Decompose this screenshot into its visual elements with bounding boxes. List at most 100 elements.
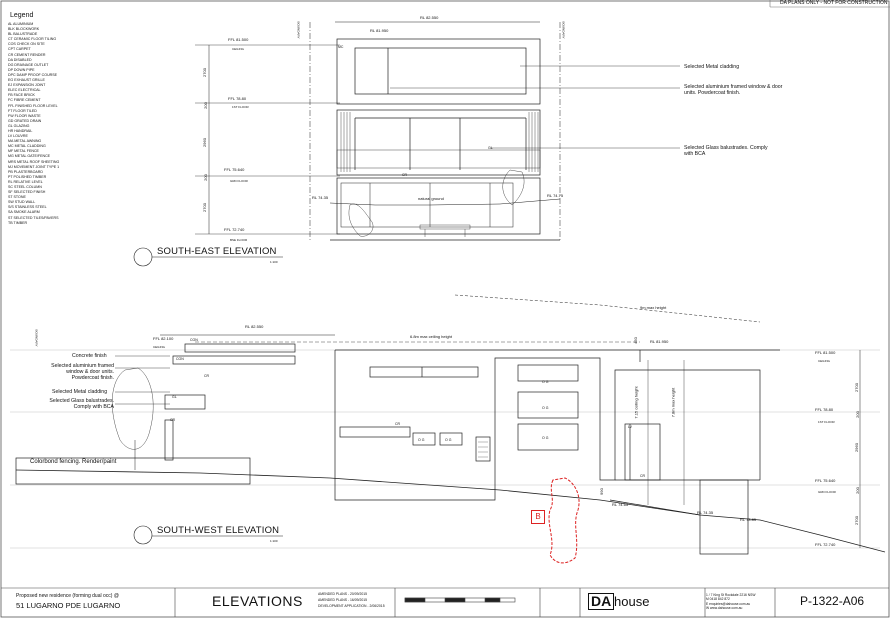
sw-rl-c: RL 73.85	[740, 517, 757, 522]
legend-item: LV LOUVRE	[8, 134, 28, 139]
sw-cr-tag-2: CR	[170, 418, 176, 422]
sw-title-marker	[133, 525, 153, 545]
legend-item: MC METAL CLADDING	[8, 144, 46, 149]
legend-item: PT POLISHED TIMBER	[8, 174, 47, 179]
legend-item: COS CHECK ON SITE	[8, 42, 45, 47]
drawing-number: P-1322-A06	[800, 594, 865, 608]
sw-ceiling-right: CEILING	[818, 359, 831, 363]
sw-ffl-base: FFL 72.740	[815, 542, 836, 547]
legend-item: BLK BLOCKWORK	[8, 27, 40, 32]
sw-elevation-title: SOUTH-WEST ELEVATION	[157, 525, 280, 536]
legend-item: MF METAL FENCE	[8, 149, 39, 154]
legend-item: CPT CARPET	[8, 47, 31, 52]
se-rl-right: RL 74.75	[547, 193, 564, 198]
contact-mobile: M 0418 842 872	[706, 597, 730, 602]
se-ffl-grd: FFL 75.640	[224, 167, 245, 172]
sw-note-glass: Selected Glass balustrades. Comply with …	[49, 398, 114, 410]
sw-cr-tag-3: CR	[395, 422, 401, 426]
project-description: Proposed new residence (forming dual occ…	[16, 593, 119, 599]
legend-item: FT FLOOR TILED	[8, 108, 37, 113]
se-dim-2700b: 2700	[201, 203, 207, 212]
legend-item: MA METAL AWNING	[8, 139, 42, 144]
sw-og-tag-1: O G	[542, 380, 549, 384]
se-scale: 1:100	[270, 260, 278, 264]
legend-item: DP DOWN PIPE	[8, 67, 35, 72]
se-rl-top: RL 82.550	[420, 15, 439, 20]
dahouse-logo-text: house	[614, 594, 650, 609]
legend-item: AL ALUMINIUM	[8, 22, 34, 26]
legend-item: S/S STAINLESS STEEL	[8, 205, 47, 210]
legend-item: CR CEMENT RENDER	[8, 52, 46, 57]
sw-og-tag-4: O G	[418, 438, 425, 442]
legend-item: FB FACE BRICK	[8, 93, 35, 98]
se-elevation-title: SOUTH-EAST ELEVATION	[157, 246, 277, 257]
sw-max-height: 9m max height	[640, 305, 667, 310]
sw-rl-b: RL 74.35	[697, 510, 714, 515]
construction-banner: DA PLANS ONLY - NOT FOR CONSTRUCTION	[780, 0, 888, 6]
sw-ceiling-height: 6.8m max ceiling height	[410, 334, 453, 339]
dahouse-logo-mark: DA	[588, 593, 615, 610]
legend-item: MJ MOVEMENT JOINT TYPE 1	[8, 164, 60, 169]
se-grd-floor-label: GRD FLOOR	[230, 179, 248, 183]
sw-cr-tag-4: CR	[640, 474, 646, 478]
title-block	[1, 587, 889, 617]
se-1st-floor-label: 1ST FLOOR	[232, 105, 249, 109]
legend-list: AL ALUMINIUM BLK BLOCKWORK BL BALUSTRADE…	[8, 22, 59, 226]
sw-rl-top: RL 82.550	[245, 324, 264, 329]
sw-og-tag-5: O G	[445, 438, 452, 442]
sw-dim-200a: 200	[854, 411, 860, 418]
sw-ffl-grd: FFL 75.640	[815, 478, 836, 483]
legend-item: RL RELATIVE LEVEL	[8, 179, 43, 184]
sw-cr-tag-1: CR	[204, 374, 210, 378]
legend-item: FC FIBRE CEMENT	[8, 98, 41, 103]
legend-item: MRS METAL ROOF SHEETING	[8, 159, 60, 164]
se-dim-2700a: 2700	[201, 68, 207, 77]
sw-elevation	[10, 294, 886, 564]
se-dim-2960: 2960	[201, 138, 207, 147]
revision-bubble: B	[531, 510, 545, 524]
se-note-glass: Selected Glass balustrades. Comply with …	[684, 145, 768, 157]
sw-con-tag-2: CON	[176, 357, 184, 361]
se-ffl-ceiling: FFL 81.500	[228, 37, 249, 42]
sw-ffl-ceiling: FFL 81.500	[815, 350, 836, 355]
se-ceiling-label: CEILING	[232, 47, 245, 51]
legend-item: DG DRAINAGE OUTLET	[8, 62, 49, 67]
sw-dim-990: 990	[598, 488, 604, 495]
sw-lv-tag: LV	[628, 425, 633, 429]
legend-item: GD GRATED DRAIN	[8, 118, 42, 123]
legend-item: SF SELECTED FINISH	[8, 190, 46, 195]
sw-ceiling-78: 7.8m max height	[670, 387, 676, 418]
legend-item: ELEC ELECTRICAL	[8, 88, 41, 93]
revision-2: AMENDED PLANS - 16/09/2015	[318, 598, 367, 602]
se-gl-tag: GL	[488, 146, 493, 150]
sw-note-concrete: Concrete finish	[72, 353, 107, 359]
sw-note-fence: Colorbond fencing. Render/paint	[30, 459, 117, 465]
se-dim-200a: 200	[202, 102, 208, 109]
legend-item: ST SELECTED TILES/PAVERS	[8, 215, 59, 220]
legend-item: EJ EXPANSION JOINT	[8, 83, 46, 88]
legend-item: MG METAL GATE/FENCE	[8, 154, 51, 159]
legend-item: HR HANDRAIL	[8, 128, 33, 133]
se-mc-tag: MC	[338, 45, 344, 49]
se-boundary-right: BOUNDARY	[561, 21, 566, 39]
drawing-title: ELEVATIONS	[212, 593, 303, 609]
sw-ceiling-left: CEILING	[153, 345, 166, 349]
se-ffl-1st: FFL 78.80	[228, 96, 247, 101]
contact-email: E enquiries@dahouse.com.au	[706, 601, 751, 606]
sw-dim-200b: 200	[854, 487, 860, 494]
sw-og-tag-2: O G	[542, 406, 549, 410]
legend-item: SC STEEL COLUMN	[8, 185, 42, 189]
sw-ffl-1st: FFL 78.80	[815, 407, 834, 412]
firm-contact: 1 / 7 King St Rockdale 2216 NSW M 0418 8…	[706, 593, 755, 611]
contact-address: 1 / 7 King St Rockdale 2216 NSW	[706, 593, 756, 597]
se-title-marker	[133, 247, 153, 267]
sw-rl-roof: RL 81.950	[650, 339, 669, 344]
se-natural-ground: natural ground	[418, 196, 444, 201]
sw-rl-a: RL 74.65	[612, 502, 629, 507]
sw-dim-2960: 2960	[853, 443, 859, 452]
legend-item: TB TIMBER	[8, 220, 28, 225]
se-cr-tag: CR	[402, 173, 408, 177]
legend-item: GL GLAZING	[8, 123, 30, 128]
legend-item: BL BALUSTRADE	[8, 32, 38, 37]
